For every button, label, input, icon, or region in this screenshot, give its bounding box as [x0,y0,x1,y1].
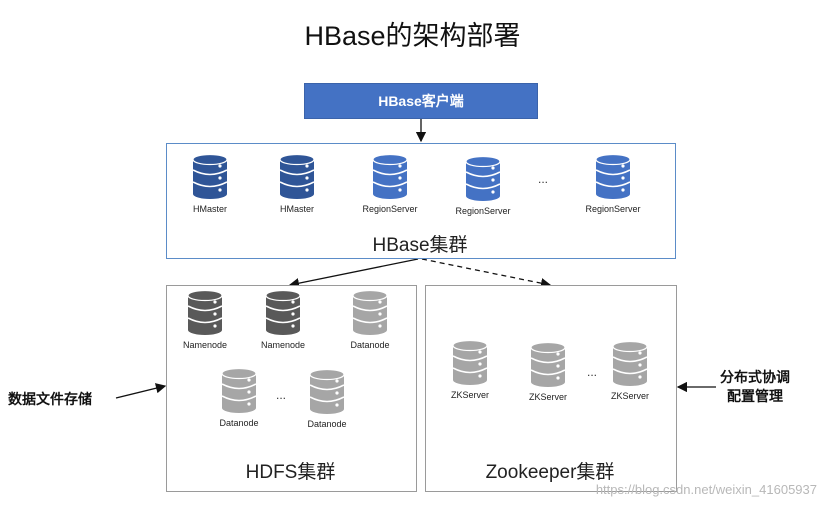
coordination-label-line2: 配置管理 [727,388,783,404]
hbase-node-label: RegionServer [362,204,418,214]
hbase-cluster-box [166,143,676,259]
watermark-url: https://blog.csdn.net/weixin_41605937 [595,482,817,497]
zookeeper-cluster-label: Zookeeper集群 [485,462,615,483]
storage-label: 数据文件存储 [8,391,92,407]
storage-arrow [115,383,167,399]
hdfs-node-label: Datanode [350,340,390,350]
zookeeper-cluster-box [425,285,677,492]
zookeeper-node-label: ZKServer [610,391,649,401]
hdfs-node-label: Datanode [307,419,347,429]
hdfs-ellipsis: ... [276,388,287,402]
hbase-node-label: HMaster [192,204,227,214]
database-icon [465,155,501,206]
hbase-node-label: RegionServer [585,204,641,214]
hbase-to-zookeeper-arrow [421,258,552,289]
hbase-to-hdfs-arrow [288,258,419,289]
hbase-cluster-label: HBase集群 [372,235,468,256]
database-icon [530,341,566,392]
database-icon [265,289,301,340]
hbase-client-box: HBase客户端 [304,83,538,119]
hdfs-node-label: Namenode [182,340,228,350]
database-icon [192,153,228,204]
zookeeper-ellipsis: ... [587,365,598,379]
coordination-label-line1: 分布式协调 [720,369,790,385]
hdfs-cluster-label: HDFS集群 [245,462,336,483]
database-icon [309,368,345,419]
hbase-ellipsis: ... [538,172,549,186]
database-icon [187,289,223,340]
database-icon [452,339,488,390]
hdfs-node-label: Namenode [260,340,306,350]
hbase-node-label: HMaster [279,204,314,214]
hbase-node-label: RegionServer [455,206,511,216]
hdfs-node-label: Datanode [219,418,259,428]
database-icon [221,367,257,418]
database-icon [372,153,408,204]
database-icon [352,289,388,340]
database-icon [612,340,648,391]
zookeeper-node-label: ZKServer [450,390,489,400]
database-icon [595,153,631,204]
database-icon [279,153,315,204]
diagram-title: HBase的架构部署 [304,21,521,51]
zookeeper-node-label: ZKServer [528,392,567,402]
